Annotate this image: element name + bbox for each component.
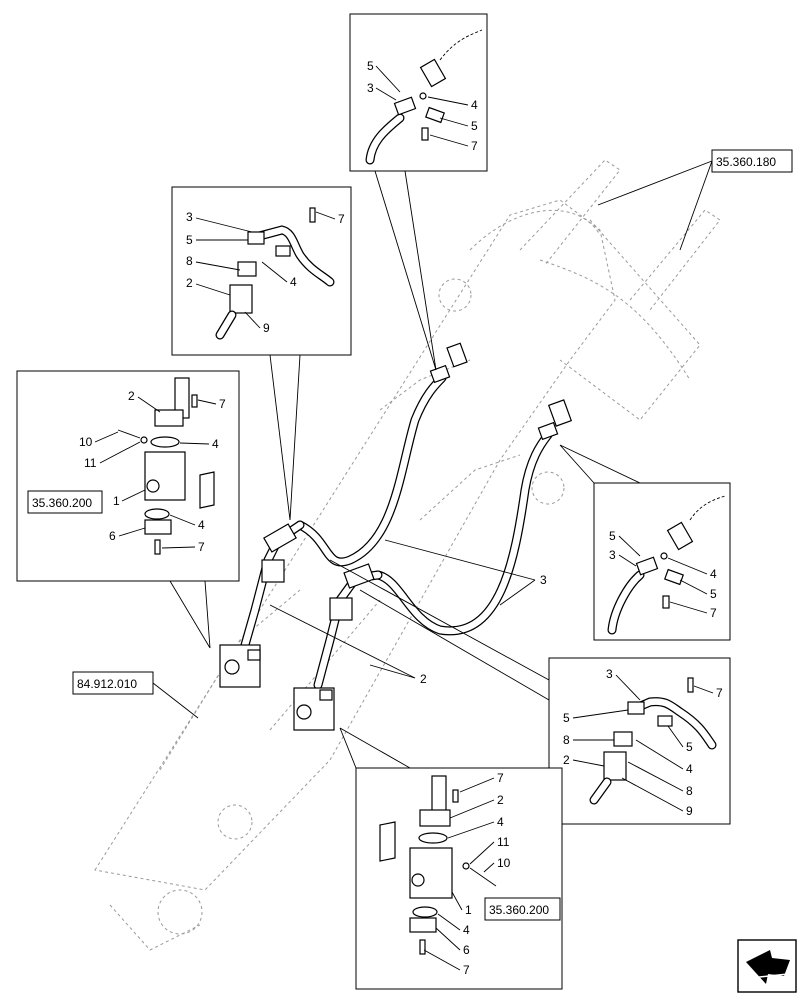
callout-lu-9: 9: [263, 321, 270, 335]
callout-rl-3: 3: [606, 667, 613, 681]
callout-rl-4: 4: [686, 762, 693, 776]
callout-b-10: 10: [497, 856, 511, 870]
ref-box-left: [27, 490, 103, 514]
callout-b-1: 1: [465, 903, 472, 917]
ref-top-right-text: 35.360.180: [716, 155, 776, 169]
callout-b-6: 6: [463, 943, 470, 957]
callout-lu-7: 7: [338, 212, 345, 226]
detail-box-bottom: 7 2 4 11 10 1 4 6 7 35.360.200: [355, 767, 563, 990]
hose-fitting-lower: [537, 399, 573, 441]
ref-box-bottom: [484, 897, 561, 921]
pointer-top-box: [374, 170, 437, 371]
callout-ll-4b: 4: [198, 518, 205, 532]
callout-main-2: 2: [420, 672, 427, 686]
detail-box-left-upper: 3 5 8 2 7 4 9: [171, 186, 352, 356]
callout-lu-2: 2: [186, 276, 193, 290]
pointer-bottom-box: [339, 727, 411, 769]
callout-b-4: 4: [497, 815, 504, 829]
callout-b-4b: 4: [463, 923, 470, 937]
callout-ll-7b: 7: [198, 540, 205, 554]
callout-rl-7: 7: [716, 686, 723, 700]
callout-b-2: 2: [497, 793, 504, 807]
ref-left-box: 35.360.200: [32, 496, 92, 510]
callout-top-4: 4: [471, 98, 478, 112]
callout-lu-3: 3: [186, 210, 193, 224]
callout-top-3: 3: [367, 81, 374, 95]
callout-rl-5b: 5: [686, 740, 693, 754]
main-callouts: 3 2: [269, 539, 547, 686]
callout-rl-9: 9: [686, 804, 693, 818]
callout-lu-5: 5: [186, 233, 193, 247]
callout-ll-6: 6: [109, 529, 116, 543]
callout-ll-7: 7: [219, 397, 226, 411]
callout-lu-4: 4: [290, 275, 297, 289]
callout-b-7: 7: [497, 771, 504, 785]
ref-top-right: 35.360.180: [597, 149, 793, 251]
detail-box-left-lower: 2 7 10 4 11 1 4 6 7 35.360.200: [16, 370, 240, 582]
pointer-right-lower-box: [329, 559, 550, 701]
callout-ru-5a: 5: [609, 529, 616, 543]
callout-b-7b: 7: [463, 963, 470, 977]
callout-ru-5b: 5: [710, 587, 717, 601]
callout-ru-7: 7: [710, 606, 717, 620]
pipe-assembly-left: [219, 520, 305, 688]
callout-rl-8b: 8: [686, 784, 693, 798]
callout-ll-4a: 4: [212, 437, 219, 451]
callout-ll-11: 11: [84, 456, 97, 470]
arm-cylinder: [519, 159, 721, 311]
callout-b-11: 11: [497, 835, 510, 849]
pipe-assembly-right: [293, 563, 383, 731]
ref-boom: 84.912.010: [72, 671, 199, 719]
callout-main-3: 3: [540, 573, 547, 587]
callout-ll-2: 2: [128, 389, 135, 403]
hose-fitting-upper: [429, 342, 468, 384]
callout-rl-2: 2: [563, 753, 570, 767]
callout-top-7: 7: [471, 139, 478, 153]
ref-bottom-box: 35.360.200: [489, 903, 549, 917]
callout-ll-1: 1: [113, 494, 120, 508]
detail-box-right-upper: 5 3 4 5 7: [593, 482, 731, 641]
callout-top-5b: 5: [471, 119, 478, 133]
pointer-left-upper-box: [269, 354, 301, 521]
pointer-left-lower-box: [169, 580, 211, 649]
callout-ru-3: 3: [609, 548, 616, 562]
main-hose-lower: [373, 430, 553, 636]
callout-rl-5a: 5: [563, 711, 570, 725]
callout-rl-8a: 8: [563, 733, 570, 747]
pointer-right-upper-box: [559, 444, 641, 484]
detail-box-top: 5 3 4 5 7: [349, 13, 488, 172]
callout-lu-8: 8: [186, 254, 193, 268]
next-page-arrow-icon[interactable]: [737, 939, 797, 993]
detail-box-right-lower: 3 7 5 8 2 5 4 8 9: [548, 657, 731, 825]
ref-boom-text: 84.912.010: [77, 677, 137, 691]
callout-ll-10: 10: [79, 435, 93, 449]
callout-top-5a: 5: [367, 59, 374, 73]
main-hose-upper: [295, 373, 447, 567]
callout-ru-4: 4: [710, 567, 717, 581]
